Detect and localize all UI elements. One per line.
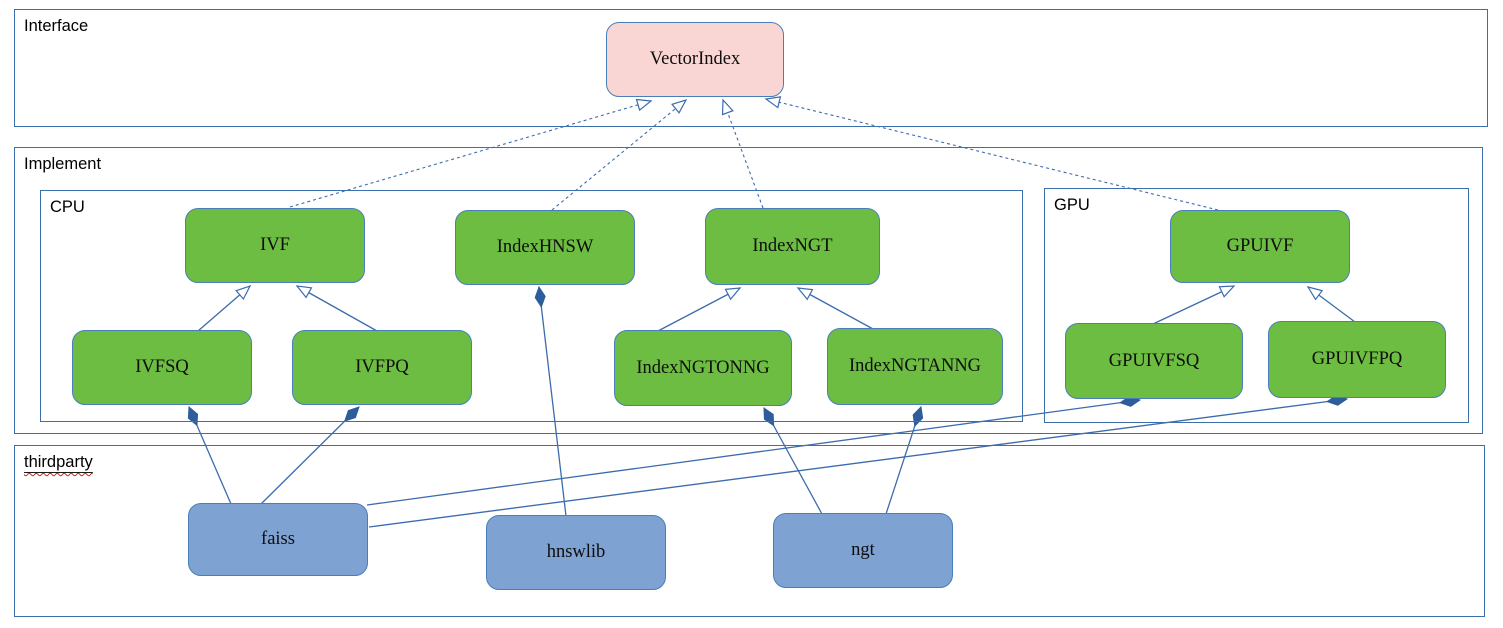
container-cpu: CPU <box>40 190 1023 422</box>
node-label: GPUIVFSQ <box>1108 350 1200 371</box>
node-label: IndexNGTONNG <box>636 357 770 378</box>
container-label-thirdparty: thirdparty <box>24 453 93 473</box>
node-faiss[interactable]: faiss <box>188 503 368 576</box>
container-label-text: thirdparty <box>24 453 93 471</box>
container-label-text: GPU <box>1054 196 1090 214</box>
node-indexhnsw[interactable]: IndexHNSW <box>455 210 635 285</box>
node-label: ngt <box>851 540 875 560</box>
container-label-gpu: GPU <box>1054 196 1090 216</box>
node-label: GPUIVFPQ <box>1311 349 1403 369</box>
container-label-cpu: CPU <box>50 198 85 218</box>
container-label-text: CPU <box>50 198 85 216</box>
container-label-implement: Implement <box>24 155 101 175</box>
node-ivf[interactable]: IVF <box>185 208 365 283</box>
node-label: IVFPQ <box>355 357 409 377</box>
container-interface: Interface <box>14 9 1488 127</box>
node-vectorindex[interactable]: VectorIndex <box>606 22 784 97</box>
node-indexngtanng[interactable]: IndexNGTANNG <box>827 328 1003 405</box>
container-label-interface: Interface <box>24 17 88 37</box>
container-gpu: GPU <box>1044 188 1469 423</box>
node-label: GPUIVF <box>1226 236 1294 256</box>
node-gpuivfsq[interactable]: GPUIVFSQ <box>1065 323 1243 399</box>
node-gpuivfpq[interactable]: GPUIVFPQ <box>1268 321 1446 398</box>
node-indexngt[interactable]: IndexNGT <box>705 208 880 285</box>
node-label: IndexHNSW <box>496 237 594 257</box>
node-ivfpq[interactable]: IVFPQ <box>292 330 472 405</box>
container-label-text: Implement <box>24 155 102 173</box>
node-ngt[interactable]: ngt <box>773 513 953 588</box>
node-ivfsq[interactable]: IVFSQ <box>72 330 252 405</box>
node-hnswlib[interactable]: hnswlib <box>486 515 666 590</box>
node-label: hnswlib <box>546 542 606 562</box>
node-label: VectorIndex <box>649 49 741 69</box>
node-label: IVFSQ <box>135 357 189 377</box>
container-thirdparty: thirdparty <box>14 445 1485 617</box>
container-label-text: Interface <box>24 17 89 35</box>
node-indexngtonng[interactable]: IndexNGTONNG <box>614 330 792 406</box>
node-label: IndexNGT <box>752 236 833 256</box>
node-label: faiss <box>261 529 295 549</box>
node-label: IndexNGTANNG <box>848 356 982 376</box>
container-implement: Implement <box>14 147 1483 434</box>
node-label: IVF <box>260 235 290 255</box>
node-gpuivf[interactable]: GPUIVF <box>1170 210 1350 283</box>
